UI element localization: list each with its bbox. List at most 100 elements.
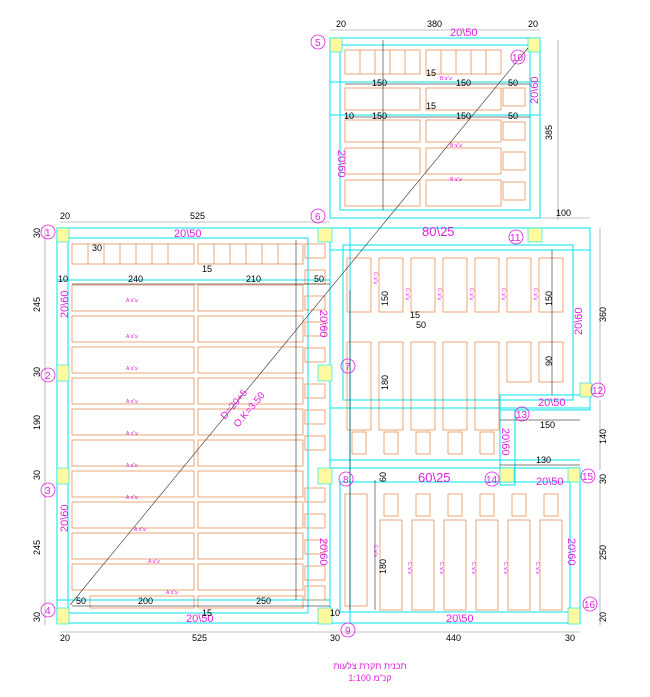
dim-side-245a: 245 <box>32 297 42 312</box>
beam-small-right: 20\50 <box>538 397 566 409</box>
beam-right-lower: 20\60 <box>565 538 577 566</box>
dim-side-30d: 30 <box>32 612 42 622</box>
dim-inner-50a: 50 <box>314 274 324 284</box>
dim-inner-30: 30 <box>92 243 102 253</box>
dim-lower-60: 60 <box>378 472 388 482</box>
dim-left-20: 20 <box>60 211 70 221</box>
rib-label-a1: A ע"צ <box>126 298 138 304</box>
rib-label-a4: A ע"צ <box>126 399 138 405</box>
dim-upper-150d: 150 <box>456 111 471 121</box>
beam-upper-right-col: 20\60 <box>529 76 541 104</box>
dim-inner-15b: 15 <box>202 608 212 618</box>
rib-label-c3: C ע"צ <box>436 288 442 300</box>
dim-bottom-30a: 30 <box>330 633 340 643</box>
rib-label-c4: C ע"צ <box>468 288 474 300</box>
rib-label-a10: A ע"צ <box>166 590 178 596</box>
rib-label-a8: A ע"צ <box>134 527 146 533</box>
drawing-title-line2: קנ"מ 1:100 <box>348 673 392 683</box>
beam-bottom-left: 20\50 <box>186 613 214 625</box>
beam-bottom-right: 20\50 <box>446 613 474 625</box>
diagonal-line <box>69 47 529 606</box>
rib-label-a9: A ע"צ <box>148 559 160 565</box>
dim-lower-180: 180 <box>378 559 388 574</box>
dim-right-150: 150 <box>540 420 555 430</box>
dim-center-90: 90 <box>544 356 554 366</box>
beam-mid-upper: 80\25 <box>422 224 455 239</box>
node-12: 12 <box>592 386 604 397</box>
dim-bottom-30b: 30 <box>565 633 575 643</box>
dim-bottom-20: 20 <box>60 633 70 643</box>
dim-upper-15b: 15 <box>426 101 436 111</box>
node-4: 4 <box>45 606 51 617</box>
beam-top-upper: 20\50 <box>450 27 478 39</box>
dim-center-180: 180 <box>380 375 390 390</box>
dim-side-190: 190 <box>32 415 42 430</box>
rib-label-b3: B ע"צ <box>450 177 462 183</box>
dim-top-380: 380 <box>427 19 442 29</box>
dim-upper-150a: 150 <box>372 78 387 88</box>
rib-label-a3: A ע"צ <box>126 366 138 372</box>
node-16: 16 <box>584 600 596 611</box>
dim-side-30a: 30 <box>32 228 42 238</box>
rib-label-b2: B ע"צ <box>450 143 462 149</box>
dim-inner-200: 200 <box>138 596 153 606</box>
dim-inner-240: 240 <box>128 274 143 284</box>
rib-label-c10: C ע"צ <box>470 562 476 574</box>
rib-label-c1: C ע"צ <box>372 272 378 284</box>
node-7: 7 <box>345 362 351 373</box>
beam-lower-right-top: 20\50 <box>536 476 564 488</box>
node-15: 15 <box>582 472 594 483</box>
dim-side-30c: 30 <box>32 470 42 480</box>
dim-bottom-440: 440 <box>446 633 461 643</box>
rib-label-c12: C ע"צ <box>534 562 540 574</box>
dim-upper-15: 15 <box>426 68 436 78</box>
dim-inner-210: 210 <box>246 274 261 284</box>
dim-right-385: 385 <box>544 125 554 140</box>
node-6: 6 <box>315 212 321 223</box>
rib-label-a2: A ע"צ <box>126 334 138 340</box>
rib-label-c7: C ע"צ <box>372 545 378 557</box>
node-8: 8 <box>343 475 349 486</box>
dim-right-20: 20 <box>598 612 608 622</box>
dim-center-150a: 150 <box>380 291 390 306</box>
dim-top-20a: 20 <box>336 19 346 29</box>
dim-center-50: 50 <box>416 320 426 330</box>
node-5: 5 <box>315 38 321 49</box>
beam-small-vertical: 20\60 <box>499 428 511 456</box>
beam-top-left: 20\50 <box>174 228 202 240</box>
rib-label-c5: C ע"צ <box>500 288 506 300</box>
dim-side-245b: 245 <box>32 540 42 555</box>
drawing-title-line1: תכנית תקרת צלעות <box>333 661 407 671</box>
node-13: 13 <box>516 410 528 421</box>
dim-inner-10c: 10 <box>330 608 340 618</box>
dim-upper-10: 10 <box>344 111 354 121</box>
dim-side-30b: 30 <box>32 367 42 377</box>
dim-right-250: 250 <box>598 545 608 560</box>
node-1: 1 <box>45 228 51 239</box>
dim-upper-150b: 150 <box>456 78 471 88</box>
beam-center-lower: 20\60 <box>317 538 329 566</box>
dim-upper-50b: 50 <box>508 111 518 121</box>
dim-right-360: 360 <box>598 307 608 322</box>
beam-upper-left-col: 20\60 <box>335 150 347 178</box>
rib-label-b1: B ע"צ <box>440 76 452 82</box>
rib-label-c2: C ע"צ <box>404 288 410 300</box>
dim-right-100: 100 <box>556 208 571 218</box>
rib-label-c6: C ע"צ <box>532 288 538 300</box>
dim-left-525: 525 <box>190 211 205 221</box>
dim-upper-50: 50 <box>508 78 518 88</box>
drawing-title: תכנית תקרת צלעות קנ"מ 1:100 <box>300 660 440 684</box>
rib-label-c8: C ע"צ <box>406 562 412 574</box>
rib-label-a7: A ע"צ <box>126 495 138 501</box>
node-11: 11 <box>510 233 521 244</box>
dim-inner-15a: 15 <box>202 264 212 274</box>
dim-bottom-525: 525 <box>192 633 207 643</box>
dim-top-20b: 20 <box>528 19 538 29</box>
beam-center-upper: 20\60 <box>317 310 329 338</box>
dim-center-15: 15 <box>410 310 420 320</box>
dim-upper-150c: 150 <box>372 111 387 121</box>
node-3: 3 <box>45 486 51 497</box>
beam-left-lower: 20\60 <box>59 504 71 532</box>
rib-label-a6: A ע"צ <box>126 463 138 469</box>
